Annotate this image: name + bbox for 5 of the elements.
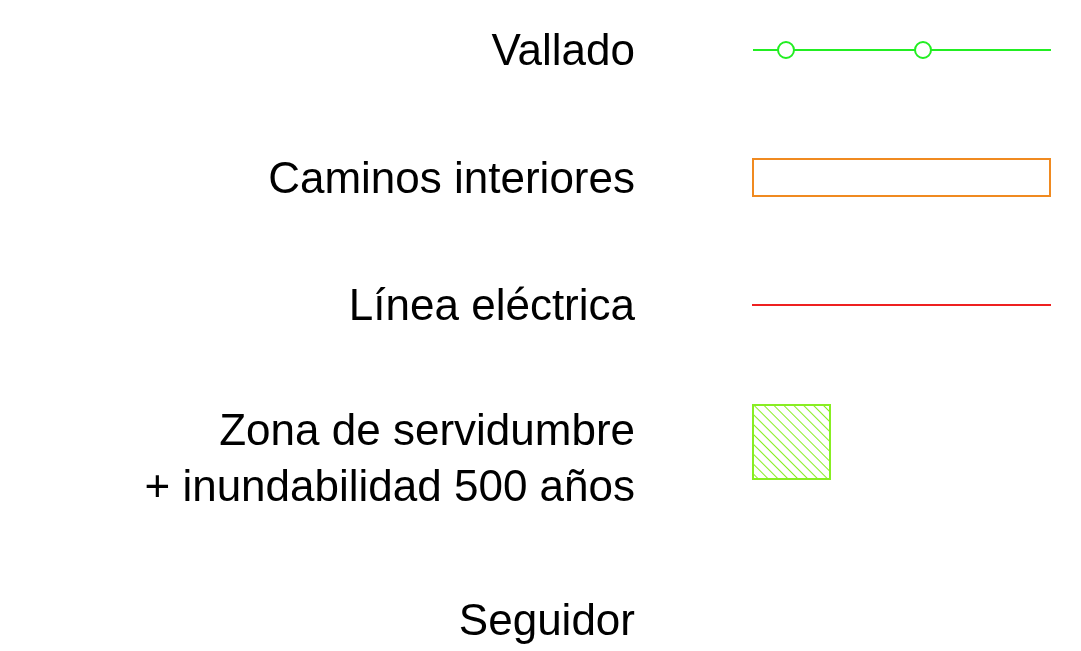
legend-label: Caminos interiores — [267, 152, 635, 204]
legend-label: Vallado — [490, 24, 635, 76]
legend-label: Zona de servidumbre + inundabilidad 500 años — [143, 404, 635, 512]
legend-label: Línea eléctrica — [347, 279, 635, 331]
legend-label: Seguidor — [457, 594, 635, 646]
